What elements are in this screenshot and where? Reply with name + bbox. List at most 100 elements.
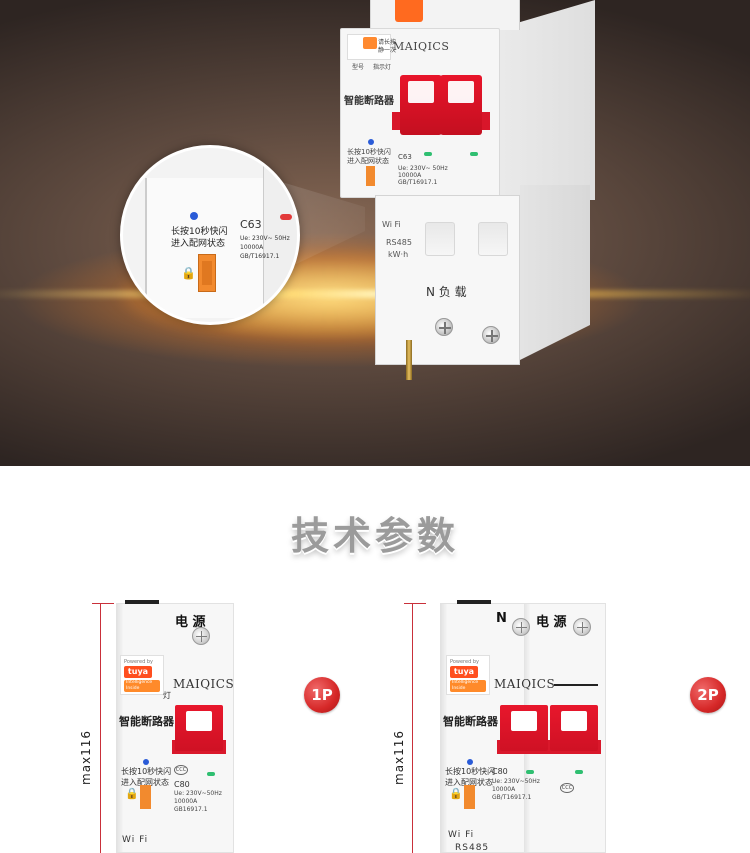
rs485-label-2p: RS485 [455, 843, 490, 853]
top-label-b: 静一次 [378, 47, 397, 54]
pairing-text-1-1p: 长按10秒快闪 [121, 767, 172, 776]
tuya-subtext: Intelligence Inside [450, 680, 486, 692]
pairing-button [366, 166, 375, 186]
breaker-handle-right-2p [550, 705, 598, 751]
terminal-screw-left [435, 318, 453, 336]
product-name: 智能断路器 [344, 96, 394, 107]
spec-line-1-2p: Ue: 230V~50Hz [492, 778, 540, 785]
dimension-line-1p [100, 603, 101, 853]
ccc-mark-2p: CCC [560, 783, 574, 793]
tuya-subtext: Intelligence Inside [124, 680, 160, 692]
rating-label: C63 [398, 153, 412, 161]
neutral-pin [406, 340, 412, 380]
led-left [424, 152, 432, 156]
lock-icon: 🔒 [449, 787, 463, 800]
pairing-text-1-2p: 长按10秒快闪 [445, 767, 496, 776]
pairing-text-2-2p: 进入配网状态 [445, 778, 493, 787]
top-notch-2p [457, 600, 491, 604]
zoom-pairing-button [198, 254, 216, 292]
spec-line-3-2p: GB/T16917.1 [492, 794, 532, 801]
tuya-logo: tuya [124, 666, 152, 678]
breaker-handle-right [440, 75, 482, 135]
zoom-panel-right [263, 166, 297, 322]
zoom-spec-3: GB/T16917.1 [240, 253, 280, 260]
label-dash-2p [554, 684, 598, 686]
led-left-2p [526, 770, 534, 774]
top-label-d: 指示灯 [373, 64, 392, 71]
status-indicator-2p [467, 759, 473, 765]
zoom-rating: C63 [240, 218, 262, 231]
breaker-side-panel [500, 0, 595, 200]
top-label-a: 请长按 [378, 39, 397, 46]
kwh-label: kW·h [388, 250, 409, 259]
zoom-detail: 长按10秒快闪 进入配网状态 🔒 C63 Ue: 230V~ 50Hz 1000… [120, 145, 300, 325]
spec-line-2-2p: 10000A [492, 786, 516, 793]
load-label: N 负 载 [426, 285, 467, 299]
zoom-spec-2: 10000A [240, 244, 264, 251]
tuya-badge-1p: Powered by tuya Intelligence Inside [120, 655, 164, 695]
section-title: 技术参数 [290, 514, 459, 558]
status-indicator [368, 139, 374, 145]
breaker-handle-1p [175, 705, 223, 751]
breaker-handle-left-2p [500, 705, 548, 751]
reset-button-mini [363, 37, 377, 49]
dimension-label-2p: max116 [392, 729, 406, 785]
tuya-badge-2p: Powered by tuya Intelligence Inside [446, 655, 490, 695]
status-indicator-1p [143, 759, 149, 765]
lock-icon: 🔒 [125, 787, 139, 800]
wifi-label: Wi Fi [382, 220, 401, 229]
pole-badge-1p: 1P [304, 677, 340, 713]
led-right-2p [575, 770, 583, 774]
top-label-c: 型号 [352, 64, 365, 71]
breaker-lower-side [520, 185, 590, 360]
pairing-text-1: 长按10秒快闪 [347, 148, 391, 156]
breaker-top-module [370, 0, 520, 30]
product-name-2p: 智能断路器 [443, 715, 498, 728]
rating-1p: C80 [174, 780, 190, 789]
wifi-label-1p: Wi Fi [122, 835, 149, 845]
ccc-mark-1p: CCC [174, 765, 188, 775]
zoom-pairing-text-1: 长按10秒快闪 [171, 227, 228, 237]
wifi-label-2p: Wi Fi [448, 830, 475, 840]
spec-line-1: Ue: 230V~ 50Hz [398, 165, 448, 172]
pairing-text-2-1p: 进入配网状态 [121, 778, 169, 787]
rating-2p: C80 [492, 767, 508, 776]
dimension-tick-2p [404, 603, 426, 604]
terminal-screw-2p [573, 618, 591, 636]
spec-line-3: GB/T16917.1 [398, 179, 438, 186]
zoom-indicator [190, 212, 198, 220]
terminal-cavity-right [478, 222, 508, 256]
pairing-button-2p [464, 785, 475, 809]
source-label-1p: 电 源 [175, 615, 206, 630]
zoom-panel [145, 178, 265, 318]
dimension-label-1p: max116 [79, 729, 93, 785]
spec-line-3-1p: GB16917.1 [174, 806, 208, 813]
spec-line-1-1p: Ue: 230V~50Hz [174, 790, 222, 797]
brand-name-1p: MAIQICS [173, 677, 235, 691]
zoom-pairing-text-2: 进入配网状态 [171, 239, 226, 249]
terminal-screw-n-2p [512, 618, 530, 636]
terminal-screw-right [482, 326, 500, 344]
zoom-spec-1: Ue: 230V~ 50Hz [240, 235, 290, 242]
lock-icon: 🔒 [181, 266, 196, 280]
spec-line-2: 10000A [398, 172, 422, 179]
hero-banner: 请长按 静一次 型号 指示灯 MAIQICS 智能断路器 长按10秒快闪 进入配… [0, 0, 750, 466]
n-label-2p: N [496, 611, 507, 626]
led-right [470, 152, 478, 156]
tuya-logo [395, 0, 423, 22]
terminal-screw-1p [192, 627, 210, 645]
top-notch-1p [125, 600, 159, 604]
side-text-1p: 灯 [163, 691, 171, 700]
rs485-label: RS485 [386, 238, 412, 247]
terminal-cavity-left [425, 222, 455, 256]
dimension-line-2p [412, 603, 413, 853]
powered-by-text: Powered by [450, 659, 479, 665]
dimension-tick-1p [92, 603, 114, 604]
brand-name: MAIQICS [393, 40, 450, 53]
brand-name-2p: MAIQICS [494, 677, 556, 691]
led-1p [207, 772, 215, 776]
breaker-handle-left [400, 75, 442, 135]
pairing-button-1p [140, 785, 151, 809]
tuya-logo: tuya [450, 666, 478, 678]
pole-badge-2p: 2P [690, 677, 726, 713]
